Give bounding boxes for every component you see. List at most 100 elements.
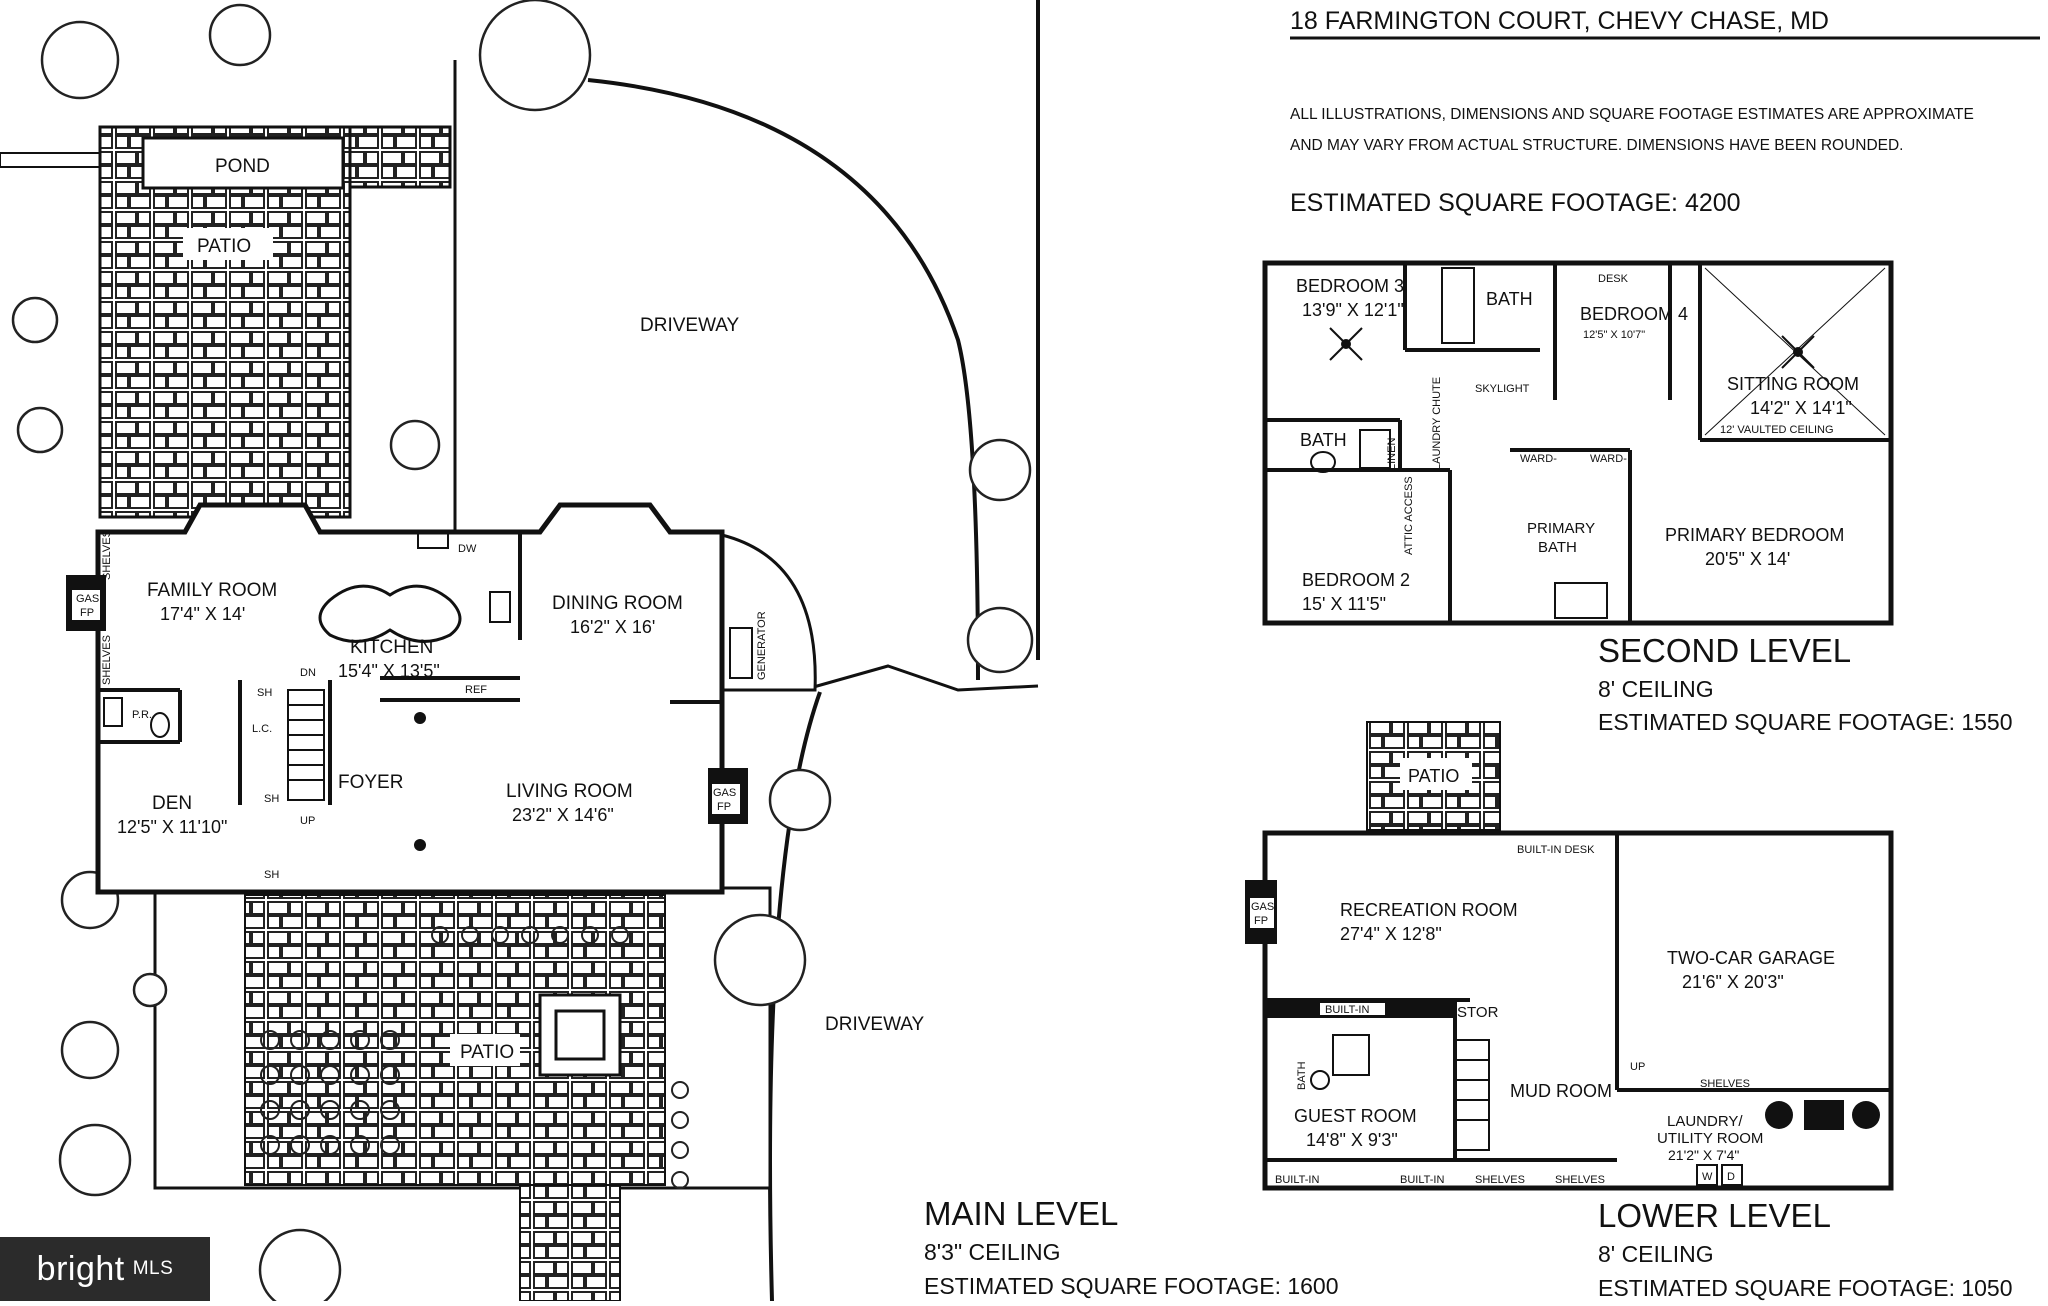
watermark-suffix: MLS <box>132 1258 174 1279</box>
bedroom3-dim: 13'9" X 12'1" <box>1302 300 1404 320</box>
bright-mls-watermark: bright MLS <box>0 1237 210 1301</box>
attic-access-label: ATTIC ACCESS <box>1403 476 1415 555</box>
second-interior-walls <box>1265 263 1891 623</box>
shelves-label-2: SHELVES <box>101 635 113 685</box>
linen-closet <box>1359 429 1391 469</box>
shelves-garage-label: SHELVES <box>1700 1078 1750 1090</box>
watermark-brand: bright <box>36 1249 125 1288</box>
washer-label: W <box>1702 1171 1713 1183</box>
bedroom2-dim: 15' X 11'5" <box>1302 594 1386 614</box>
main-level-ceiling: 8'3" CEILING <box>924 1239 1061 1265</box>
property-address: 18 FARMINGTON COURT, CHEVY CHASE, MD <box>1290 7 1829 35</box>
bedroom4-dim: 12'5" X 10'7" <box>1583 329 1645 341</box>
header: 18 FARMINGTON COURT, CHEVY CHASE, MD ALL… <box>1290 7 2040 217</box>
tree-icon <box>58 1123 132 1197</box>
garage-label: TWO-CAR GARAGE <box>1667 948 1835 968</box>
ceiling-fan-icon-2 <box>1704 267 1886 436</box>
bath-left-label: BATH <box>1300 430 1347 450</box>
water-heater-icon <box>1765 1101 1793 1129</box>
pond-label: POND <box>215 156 270 177</box>
family-room-label: FAMILY ROOM <box>147 580 277 601</box>
laundry-label: LAUNDRY/ <box>1667 1113 1743 1130</box>
utility-room-label: UTILITY ROOM <box>1657 1130 1763 1147</box>
gate-line <box>809 664 1039 692</box>
main-interior-walls <box>98 532 722 805</box>
mud-room-label: MUD ROOM <box>1510 1081 1612 1101</box>
driveway-label-bottom: DRIVEWAY <box>825 1014 925 1035</box>
primary-bath-label: PRIMARY <box>1527 520 1595 537</box>
sh-label-3: SH <box>264 869 279 881</box>
garage-dim: 21'6" X 20'3" <box>1682 972 1784 992</box>
recreation-room-dim: 27'4" X 12'8" <box>1340 924 1442 944</box>
column-icon <box>414 712 426 724</box>
bedroom3-label: BEDROOM 3 <box>1296 276 1404 296</box>
tree-icon <box>132 972 168 1008</box>
shelves-bottom-label-2: SHELVES <box>1555 1174 1605 1186</box>
built-in-desk-label: BUILT-IN DESK <box>1517 844 1595 856</box>
fireplace-living-label-bg <box>712 784 740 814</box>
garage-up-label: UP <box>1630 1061 1645 1073</box>
trees <box>11 0 1034 1306</box>
fountain-inner <box>554 1009 606 1061</box>
wardrobe-label: WARD- <box>1520 453 1557 465</box>
fp-gas-label: GAS <box>76 593 99 605</box>
bedroom2-label: BEDROOM 2 <box>1302 570 1410 590</box>
laundry-chute-label: LAUNDRY CHUTE <box>1431 377 1443 470</box>
stairs-dn-label: DN <box>300 667 316 679</box>
second-level-ceiling: 8' CEILING <box>1598 676 1714 702</box>
pond <box>141 136 345 190</box>
tree-icon <box>966 606 1034 674</box>
toilet-icon <box>150 712 170 738</box>
second-level-walls <box>1262 260 1894 626</box>
stor-label: STOR <box>1457 1004 1499 1021</box>
tub-icon <box>1310 451 1336 473</box>
lower-toilet-icon <box>1310 1070 1330 1090</box>
patio-top-label-bg <box>183 228 273 260</box>
dryer-label: D <box>1727 1171 1735 1183</box>
kitchen-dim: 15'4" X 13'5" <box>338 661 440 681</box>
kitchen-island <box>318 584 462 643</box>
lower-bath-label: BATH <box>1296 1061 1308 1090</box>
generator-label: GENERATOR <box>756 611 768 680</box>
stairs-up-label: UP <box>300 815 315 827</box>
shower-icon-primary <box>1554 582 1608 619</box>
foyer-label: FOYER <box>338 772 403 793</box>
disclaimer-line-1: ALL ILLUSTRATIONS, DIMENSIONS AND SQUARE… <box>1290 106 1974 123</box>
primary-bedroom-dim: 20'5" X 14' <box>1705 549 1790 569</box>
fp-living-label: FP <box>717 801 731 813</box>
fp-label: FP <box>80 607 94 619</box>
lower-level-plan: PATIO BUILT-IN GAS FP W D BUILT-IN DESK … <box>1245 721 2013 1301</box>
lower-level-title: LOWER LEVEL <box>1598 1197 1831 1234</box>
primary-bath-label-2: BATH <box>1538 539 1577 556</box>
dryer-icon <box>1721 1164 1743 1186</box>
disclaimer-line-2: AND MAY VARY FROM ACTUAL STRUCTURE. DIME… <box>1290 137 1904 154</box>
patio-bottom-label-bg <box>450 1034 520 1066</box>
primary-bedroom-label: PRIMARY BEDROOM <box>1665 525 1844 545</box>
main-stairs <box>287 689 325 801</box>
shrubs <box>260 926 689 1189</box>
sitting-room-dim: 14'2" X 14'1" <box>1750 398 1852 418</box>
built-in-label: BUILT-IN <box>1325 1004 1369 1016</box>
shower-icon <box>1441 267 1475 344</box>
ceiling-fan-icon <box>1329 327 1363 361</box>
tree-icon <box>258 1228 342 1306</box>
tree-icon <box>713 913 807 1007</box>
built-in-label-bg <box>1320 1003 1385 1015</box>
vaulted-ceiling-label: 12' VAULTED CEILING <box>1720 424 1834 436</box>
dw-label: DW <box>458 543 477 555</box>
second-level-sqft: ESTIMATED SQUARE FOOTAGE: 1550 <box>1598 709 2013 735</box>
second-level-title: SECOND LEVEL <box>1598 632 1851 669</box>
fountain <box>538 993 622 1077</box>
tree-icon <box>208 3 272 67</box>
tree-icon <box>478 0 592 112</box>
water-heater-icon-2 <box>1852 1101 1880 1129</box>
patio-bottom-label: PATIO <box>460 1042 514 1063</box>
shelves-label-1: SHELVES <box>101 530 113 580</box>
main-level-plan: GAS FP GAS FP SHELVES SHELVES DW REF DN … <box>66 502 1339 1299</box>
sink-icon <box>417 531 449 549</box>
washer-icon <box>1696 1164 1718 1186</box>
tree-icon <box>60 1020 120 1080</box>
column-icon <box>414 839 426 851</box>
desk-label: DESK <box>1598 273 1629 285</box>
